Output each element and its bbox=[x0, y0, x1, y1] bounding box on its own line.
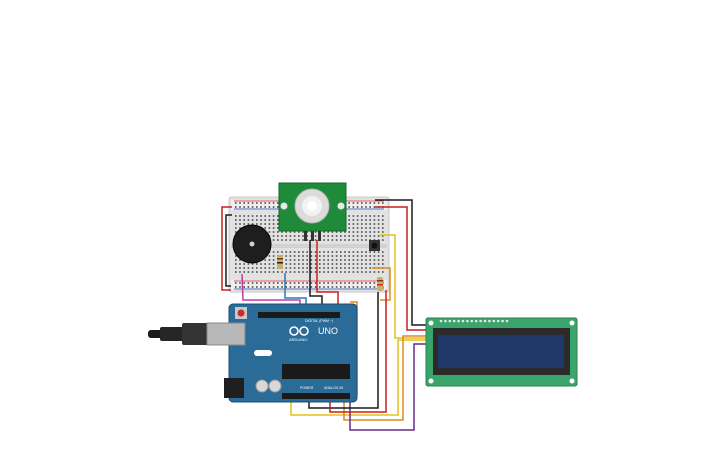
wire-black-rail bbox=[375, 199, 427, 326]
wire-black-left bbox=[225, 214, 232, 287]
power-header-label: POWER bbox=[300, 386, 314, 390]
lcd-16x2[interactable] bbox=[425, 317, 578, 387]
wire-blue bbox=[284, 273, 307, 307]
digital-header-label: DIGITAL (PWM ~) bbox=[305, 319, 333, 323]
wires bbox=[221, 199, 427, 431]
wire-orange-bottom bbox=[343, 335, 427, 421]
wire-red-pir bbox=[316, 240, 339, 307]
wire-red-bottom bbox=[329, 290, 387, 413]
reset-button-icon[interactable] bbox=[235, 307, 247, 319]
analog-header-label: ANALOG IN bbox=[324, 386, 344, 390]
wire-orange-btn bbox=[372, 267, 391, 301]
piezo-buzzer[interactable] bbox=[232, 224, 272, 264]
lcd-screen bbox=[438, 335, 564, 368]
push-button[interactable] bbox=[369, 240, 380, 251]
arduino-uno[interactable]: UNO ARDUINO DIGITAL (PWM ~) POWER ANALOG… bbox=[206, 303, 358, 403]
lcd-pin-header bbox=[439, 319, 509, 323]
wire-purple-bottom bbox=[349, 343, 427, 431]
arduino-maker: ARDUINO bbox=[289, 337, 307, 342]
pir-sensor[interactable] bbox=[278, 182, 347, 241]
wire-yellow-btn bbox=[380, 234, 427, 339]
infinity-logo bbox=[289, 326, 309, 336]
arduino-brand: UNO bbox=[318, 326, 338, 336]
wire-black-bottom bbox=[308, 292, 379, 409]
wire-red-rail bbox=[375, 206, 427, 331]
wire-red-left bbox=[221, 206, 232, 291]
resistor-2[interactable] bbox=[377, 277, 383, 291]
wire-black-pir bbox=[309, 240, 323, 307]
wire-yellow-bottom bbox=[290, 339, 427, 416]
resistor-1[interactable] bbox=[277, 255, 283, 269]
usb-cable-icon bbox=[148, 323, 212, 345]
